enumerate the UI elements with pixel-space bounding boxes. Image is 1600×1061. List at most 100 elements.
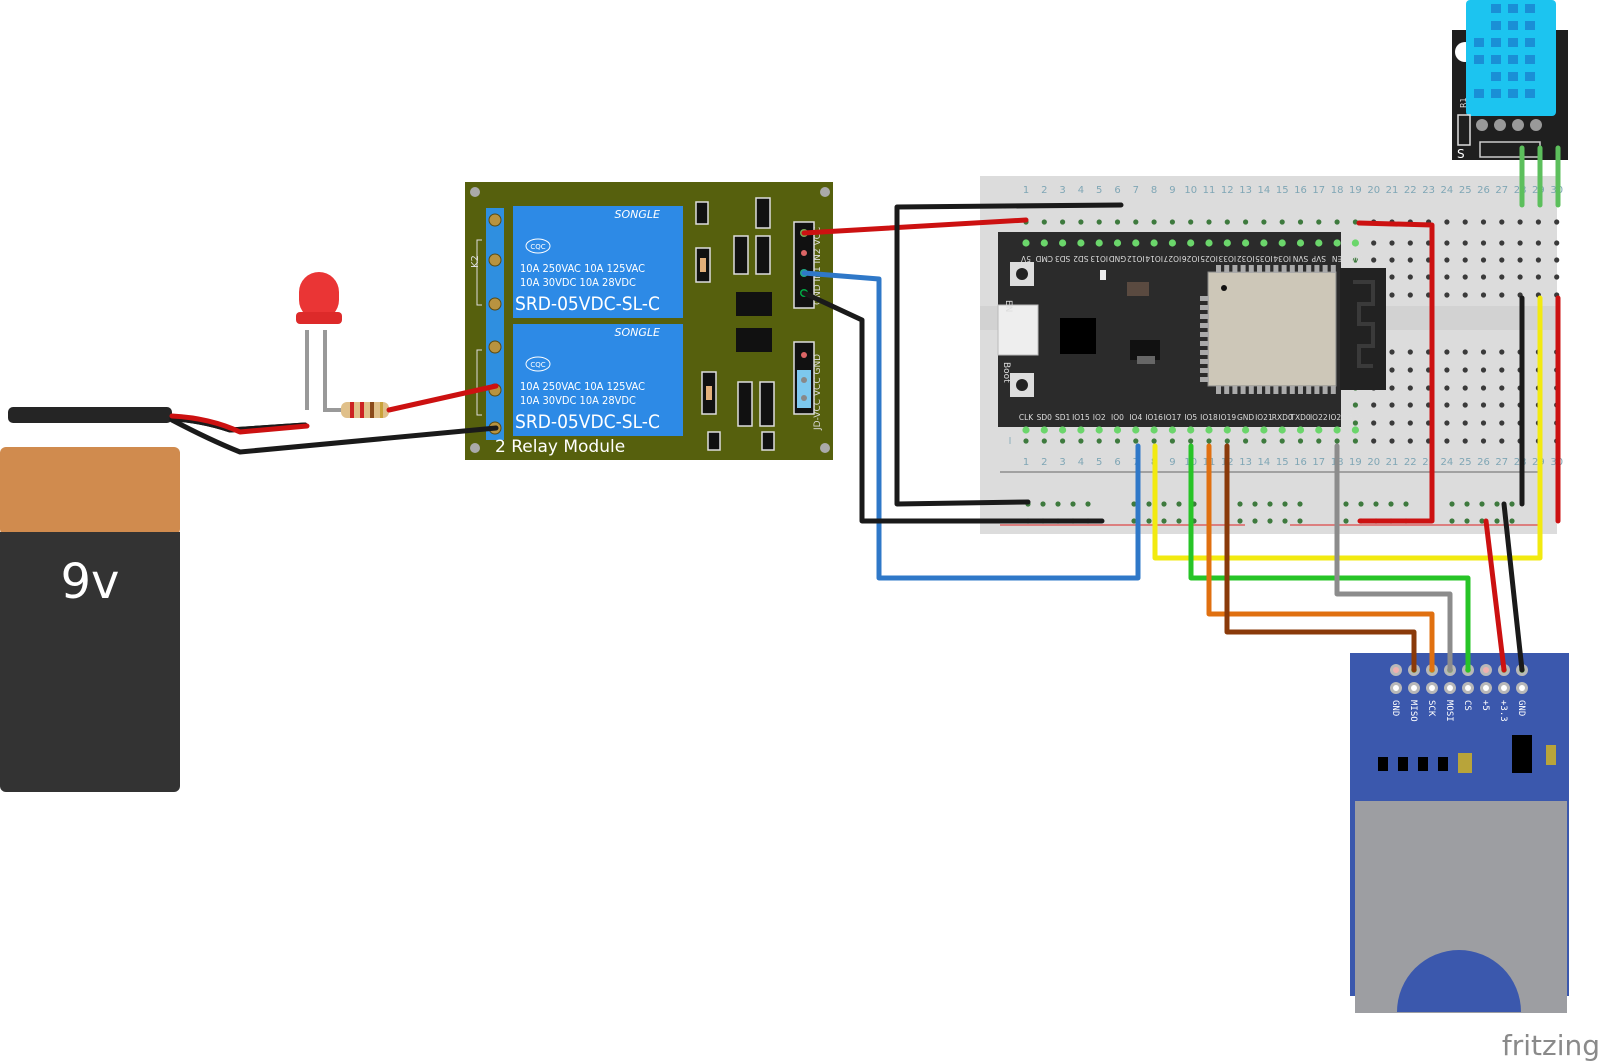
esp32-pin[interactable] [1242, 426, 1250, 434]
breadboard-hole[interactable] [1480, 349, 1487, 355]
esp32-pin[interactable] [1150, 426, 1158, 434]
esp32-pin[interactable] [1278, 426, 1286, 434]
breadboard-hole[interactable] [1407, 292, 1413, 298]
breadboard-hole[interactable] [1444, 385, 1450, 391]
wire-relay-gnd-black[interactable] [801, 290, 1105, 524]
breadboard-hole[interactable] [1389, 257, 1395, 263]
rail-hole[interactable] [1237, 518, 1243, 524]
en-button[interactable] [1016, 268, 1028, 280]
breadboard-hole[interactable] [1407, 367, 1413, 373]
screw-terminal[interactable] [488, 213, 502, 227]
breadboard-hole[interactable] [1041, 219, 1047, 225]
breadboard-hole[interactable] [1096, 438, 1102, 444]
rail-hole[interactable] [1146, 501, 1152, 507]
esp32-pin[interactable] [1205, 426, 1213, 434]
breadboard-hole[interactable] [1554, 240, 1560, 246]
breadboard-hole[interactable] [1133, 219, 1139, 225]
wire-battery-to-led-red[interactable] [169, 413, 310, 435]
esp32-pin[interactable] [1040, 426, 1048, 434]
breadboard-hole[interactable] [1480, 402, 1487, 408]
breadboard-hole[interactable] [1224, 219, 1230, 225]
breadboard-hole[interactable] [1334, 219, 1340, 225]
wire-relay-vcc-red[interactable] [801, 217, 1029, 236]
breadboard-hole[interactable] [1371, 257, 1377, 263]
breadboard-hole[interactable] [1535, 240, 1541, 246]
rail-hole[interactable] [1282, 518, 1288, 524]
esp32-pin[interactable] [1150, 239, 1158, 247]
esp32-pin[interactable] [1223, 239, 1231, 247]
breadboard-hole[interactable] [1389, 349, 1395, 355]
breadboard-hole[interactable] [1169, 438, 1175, 444]
breadboard-hole[interactable] [1462, 402, 1468, 408]
breadboard-hole[interactable] [1114, 438, 1121, 444]
rail-hole[interactable] [1373, 501, 1379, 507]
rail-hole[interactable] [1040, 501, 1046, 507]
esp32-pin[interactable] [1223, 426, 1231, 434]
esp32-pin[interactable] [1168, 426, 1176, 434]
breadboard-hole[interactable] [1224, 438, 1230, 444]
screw-terminal[interactable] [488, 340, 502, 354]
esp32-pin[interactable] [1187, 239, 1195, 247]
wire-resistor-to-relay-red[interactable] [386, 383, 499, 413]
breadboard-hole[interactable] [1169, 219, 1175, 225]
breadboard-hole[interactable] [1133, 438, 1139, 444]
breadboard-hole[interactable] [1261, 438, 1267, 444]
esp32-pin[interactable] [1022, 239, 1030, 247]
wire-gnd-jumper-black[interactable] [894, 202, 1124, 507]
breadboard-hole[interactable] [1407, 420, 1413, 426]
screw-terminal[interactable] [488, 297, 502, 311]
esp32-pin[interactable] [1059, 426, 1067, 434]
rail-hole[interactable] [1494, 501, 1500, 507]
rail-hole[interactable] [1464, 518, 1470, 524]
rail-hole[interactable] [1282, 501, 1288, 507]
rail-hole[interactable] [1161, 518, 1167, 524]
breadboard-hole[interactable] [1554, 257, 1560, 263]
breadboard-hole[interactable] [1188, 438, 1194, 444]
breadboard-hole[interactable] [1078, 219, 1084, 225]
breadboard-hole[interactable] [1499, 385, 1505, 391]
breadboard-hole[interactable] [1462, 438, 1468, 444]
esp32-pin[interactable] [1333, 239, 1341, 247]
breadboard-hole[interactable] [1334, 438, 1340, 444]
breadboard-hole[interactable] [1444, 240, 1450, 246]
breadboard-hole[interactable] [1444, 349, 1450, 355]
rail-hole[interactable] [1297, 518, 1303, 524]
breadboard-hole[interactable] [1480, 385, 1487, 391]
screw-terminal[interactable] [488, 253, 502, 267]
breadboard-hole[interactable] [1462, 292, 1468, 298]
esp32-pin[interactable] [1187, 426, 1195, 434]
esp32-pin[interactable] [1351, 426, 1359, 434]
esp32-pin[interactable] [1333, 426, 1341, 434]
breadboard-hole[interactable] [1352, 438, 1358, 444]
rail-hole[interactable] [1494, 518, 1500, 524]
esp32-pin[interactable] [1205, 239, 1213, 247]
breadboard-hole[interactable] [1444, 274, 1450, 280]
rail-hole[interactable] [1403, 501, 1409, 507]
breadboard-hole[interactable] [1517, 257, 1523, 263]
rail-hole[interactable] [1161, 501, 1167, 507]
esp32-pin[interactable] [1095, 239, 1103, 247]
rail-hole[interactable] [1479, 518, 1485, 524]
esp32-pin[interactable] [1242, 239, 1250, 247]
breadboard-hole[interactable] [1480, 438, 1487, 444]
breadboard-hole[interactable] [1389, 385, 1395, 391]
breadboard-hole[interactable] [1188, 219, 1194, 225]
breadboard-hole[interactable] [1462, 240, 1468, 246]
rail-hole[interactable] [1176, 501, 1182, 507]
breadboard-hole[interactable] [1444, 257, 1450, 263]
breadboard-hole[interactable] [1407, 438, 1413, 444]
breadboard-hole[interactable] [1407, 385, 1413, 391]
breadboard-hole[interactable] [1517, 274, 1523, 280]
rail-hole[interactable] [1131, 518, 1137, 524]
esp32-pin[interactable] [1095, 426, 1103, 434]
breadboard-hole[interactable] [1407, 402, 1413, 408]
wire-battery-to-relay-black[interactable] [169, 417, 499, 455]
breadboard-hole[interactable] [1060, 219, 1066, 225]
rail-hole[interactable] [1509, 501, 1515, 507]
esp32-pin[interactable] [1077, 239, 1085, 247]
breadboard-hole[interactable] [1462, 257, 1468, 263]
esp32-pin[interactable] [1040, 239, 1048, 247]
rail-hole[interactable] [1252, 501, 1258, 507]
wire-io18-sck-orange[interactable] [1206, 443, 1435, 673]
wire-sd-3v3-red[interactable] [1483, 518, 1507, 673]
